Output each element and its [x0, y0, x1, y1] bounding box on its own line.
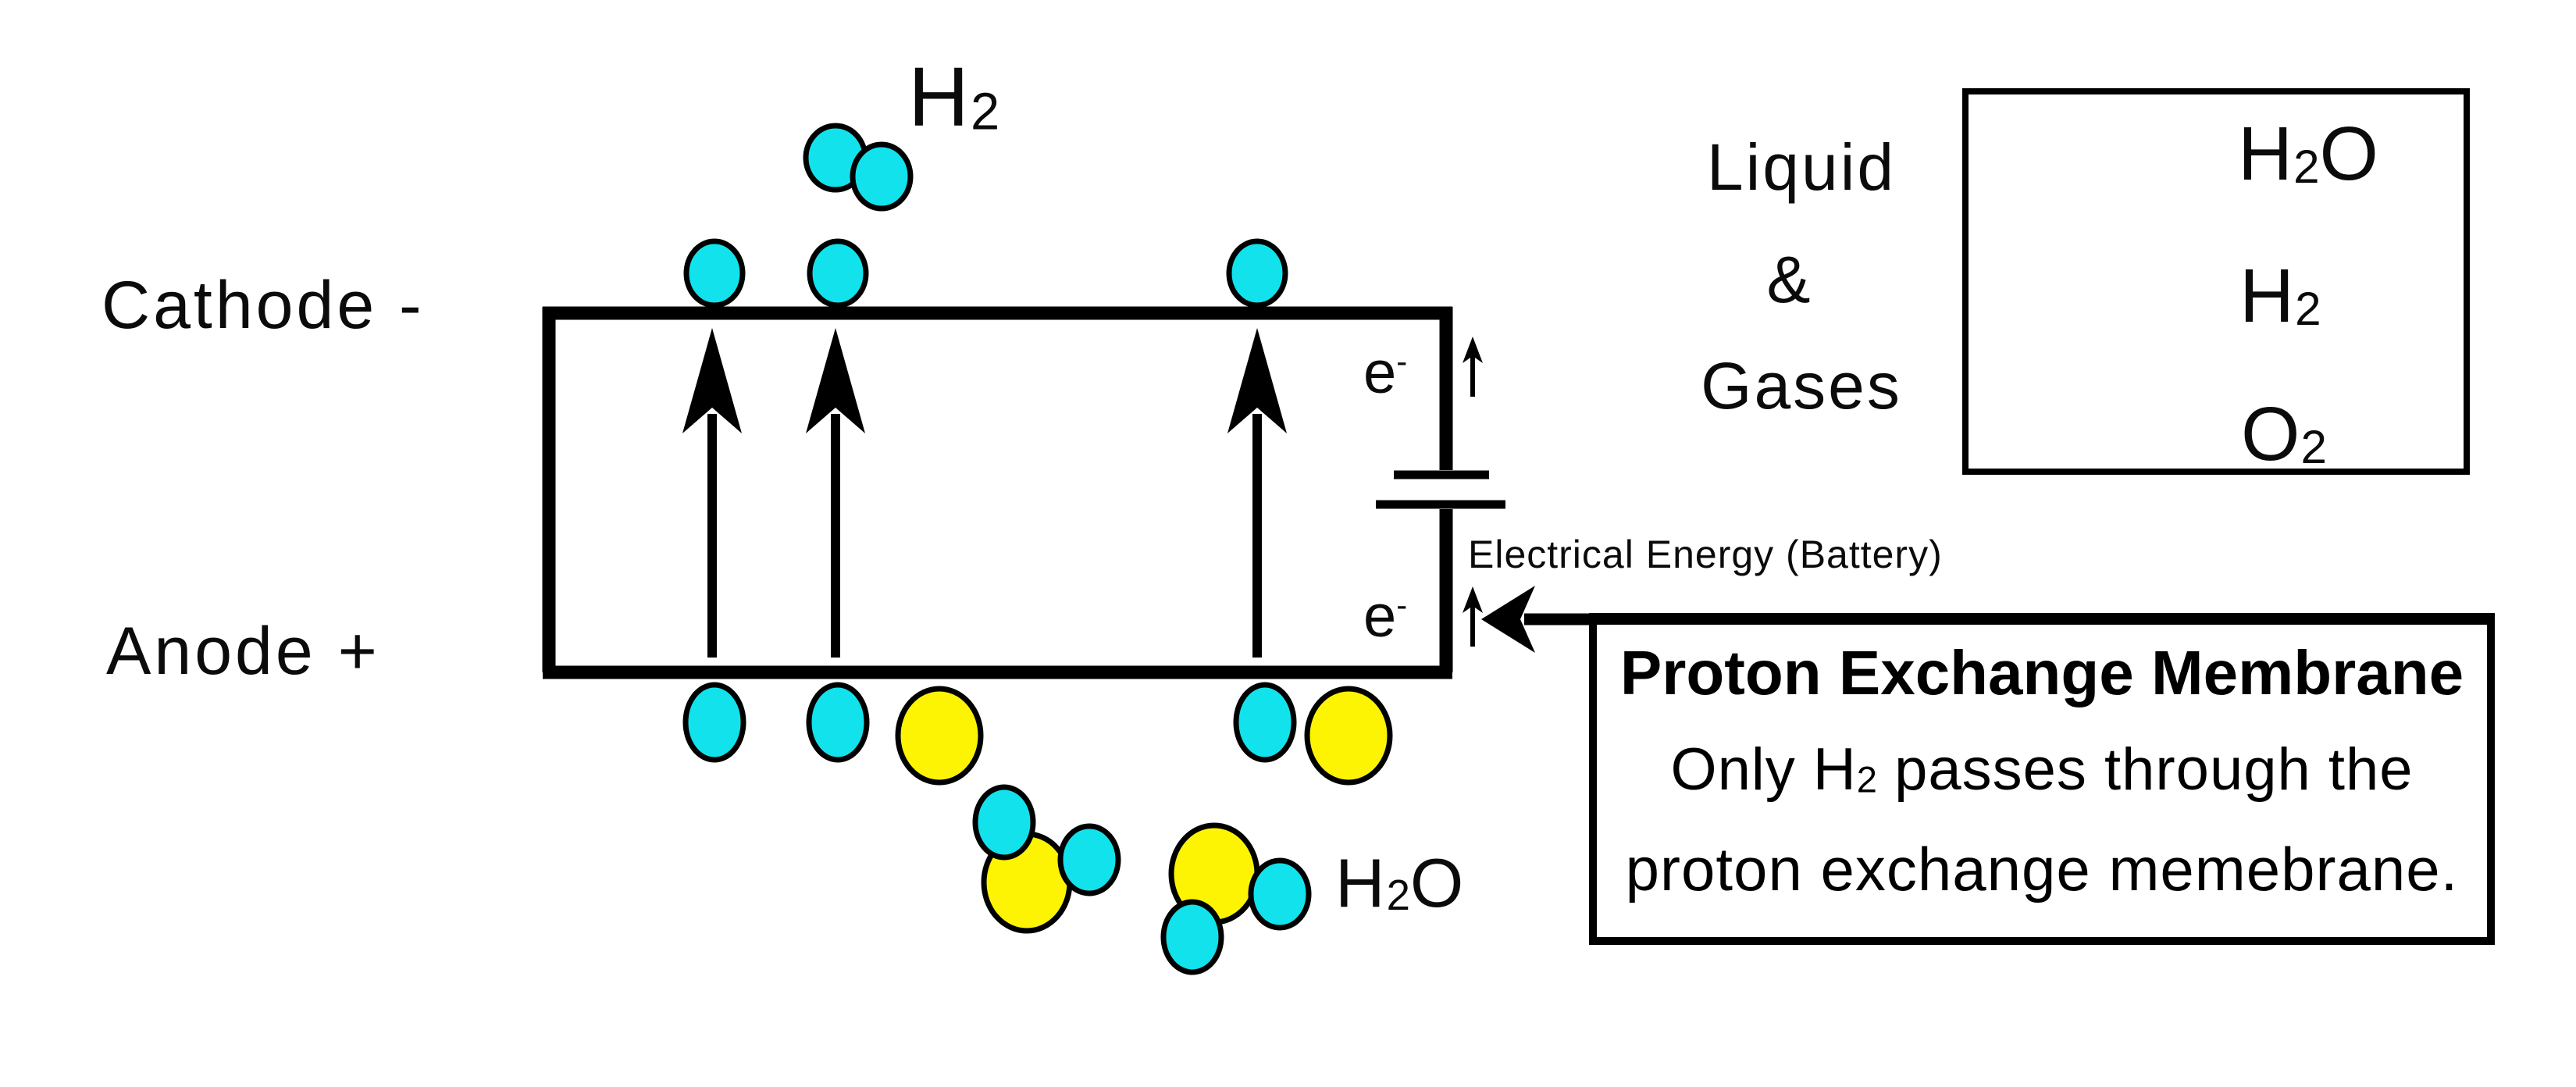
gas-flow-arrows [682, 328, 1287, 658]
legend-heading-liquid: Liquid [1706, 130, 1897, 204]
pem-note-box: Proton Exchange Membrane Only H2 passes … [1589, 613, 2495, 945]
legend-heading-gases: Gases [1701, 349, 1902, 422]
legend-hydrogen-label: H2 [2239, 253, 2321, 338]
pem-note-title: Proton Exchange Membrane [1619, 638, 2464, 707]
flow-arrow-icon [806, 328, 865, 658]
electrolysis-cell-box [542, 306, 1453, 679]
water-molecule-2 [1160, 822, 1312, 975]
h2-molecule [803, 123, 914, 212]
h2o-feed-label: H2O [1335, 844, 1466, 921]
electron-label-bottom: e- [1363, 583, 1408, 650]
electron-label-top: e- [1363, 340, 1408, 406]
pem-note-line1: Only H2 passes through the [1670, 736, 2414, 803]
electron-flow-arrow-top-icon [1463, 337, 1483, 397]
h2-gas-label: H2 [908, 49, 1000, 144]
flow-arrow-icon [1227, 328, 1287, 658]
legend-oxygen-label: O2 [2241, 391, 2327, 476]
electron-flow-arrow-bottom-icon [1463, 586, 1483, 647]
anode-label: Anode + [106, 614, 380, 689]
legend-box [1962, 88, 2470, 475]
battery-caption: Electrical Energy (Battery) [1468, 533, 1943, 576]
battery-symbol [1376, 470, 1505, 509]
water-molecule-1 [972, 784, 1121, 934]
cathode-label: Cathode - [102, 268, 425, 343]
flow-arrow-icon [682, 328, 742, 658]
legend-water-label: H2O [2238, 111, 2379, 196]
pem-note-line2: proton exchange memebrane. [1625, 835, 2459, 903]
cathode-gas-bubbles [683, 238, 1288, 308]
legend-heading-ampersand: & [1766, 243, 1813, 316]
anode-gas-bubbles [682, 682, 1393, 786]
